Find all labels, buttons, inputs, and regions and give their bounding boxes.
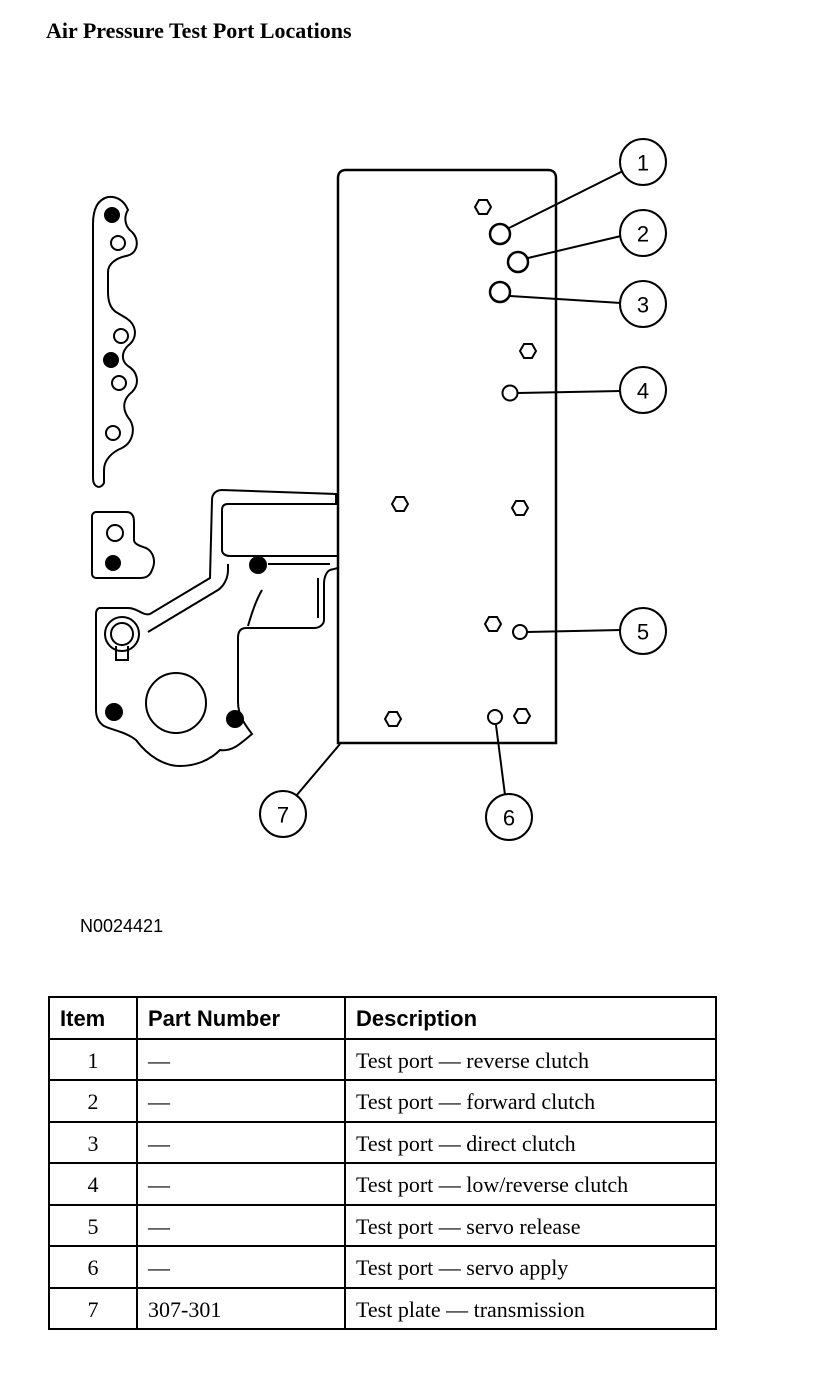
gasket-hole (105, 425, 121, 441)
cell-item: 4 (48, 1162, 138, 1206)
page-title: Air Pressure Test Port Locations (46, 18, 352, 43)
column-header-description: Description (344, 996, 717, 1040)
cell-part-number: — (136, 1245, 346, 1289)
gasket-hole-filled (105, 703, 123, 721)
bolt-hex-icon (383, 711, 403, 727)
gasket-hole-filled (105, 555, 121, 571)
callout-label-3: 3 (637, 293, 649, 318)
leader-line-3 (509, 295, 622, 304)
cell-item: 2 (48, 1079, 138, 1123)
cell-description: Test port — low/reverse clutch (344, 1162, 717, 1206)
gasket-hole (106, 524, 124, 542)
callout-circle-3 (619, 280, 667, 328)
test-port-6 (487, 709, 503, 725)
cell-item: 7 (48, 1286, 138, 1330)
gasket-hole (113, 328, 129, 344)
test-port-3 (488, 280, 512, 304)
bolt-hex-icon (512, 708, 532, 724)
callout-label-2: 2 (637, 222, 649, 247)
gasket-large-bore (145, 672, 207, 734)
callout-circle-7 (259, 790, 307, 838)
table-row: 2 — Test port — forward clutch (48, 1079, 717, 1123)
leader-line-1 (508, 170, 624, 229)
bolt-hex-icon (510, 500, 530, 516)
callout-label-6: 6 (503, 806, 515, 831)
cell-description: Test port — reverse clutch (344, 1037, 717, 1081)
callout-label-1: 1 (637, 151, 649, 176)
cell-part-number: — (136, 1162, 346, 1206)
callout-circle-5 (619, 607, 667, 655)
gasket-strip-upper (92, 195, 138, 488)
cell-description: Test port — direct clutch (344, 1120, 717, 1164)
bolt-hex-icon (483, 616, 503, 632)
test-port-4 (501, 384, 519, 402)
callout-circle-2 (619, 209, 667, 257)
table-row: 6 — Test port — servo apply (48, 1245, 717, 1289)
gasket-hole (110, 235, 126, 251)
gasket-hole-filled (104, 207, 120, 223)
bolt-hex-icon (473, 199, 493, 215)
test-port-2 (506, 250, 530, 274)
cell-item: 6 (48, 1245, 138, 1289)
cell-part-number: — (136, 1079, 346, 1123)
gasket-hole-filled (249, 556, 267, 574)
figure-id: N0024421 (80, 916, 164, 936)
callout-circle-6 (485, 793, 533, 841)
callout-label-4: 4 (637, 379, 649, 404)
bolt-hex-icon (390, 496, 410, 512)
callout-label-7: 7 (277, 803, 289, 828)
test-port-1 (488, 222, 512, 246)
table-row: 5 — Test port — servo release (48, 1203, 717, 1247)
cell-description: Test port — forward clutch (344, 1079, 717, 1123)
callout-circle-1 (619, 138, 667, 186)
column-header-item: Item (48, 996, 138, 1040)
leader-line-5 (526, 629, 622, 633)
cell-description: Test port — servo release (344, 1203, 717, 1247)
gasket-body-lower (95, 488, 339, 768)
table-row: 1 — Test port — reverse clutch (48, 1037, 717, 1081)
test-port-diagram: 1 2 3 4 5 6 7 (91, 138, 667, 841)
table-header-row: Item Part Number Description (48, 996, 717, 1040)
cell-description: Test plate — transmission (344, 1286, 717, 1330)
gasket-hole-filled (103, 352, 119, 368)
gasket-bore-inner (110, 622, 134, 646)
gasket-channel (147, 563, 330, 633)
callout-circle-4 (619, 366, 667, 414)
bolt-hex-icon (518, 343, 538, 359)
leader-line-2 (527, 235, 622, 259)
leader-line-7 (295, 743, 341, 797)
gasket-hole-filled (226, 710, 244, 728)
table-row: 4 — Test port — low/reverse clutch (48, 1162, 717, 1206)
test-port-5 (512, 624, 528, 640)
leader-line-4 (517, 390, 622, 394)
cell-item: 5 (48, 1203, 138, 1247)
parts-table: Item Part Number Description 1 — Test po… (48, 996, 717, 1330)
test-plate (336, 168, 558, 745)
cell-part-number: — (136, 1203, 346, 1247)
gasket-bore-tab (115, 646, 129, 661)
cell-part-number: — (136, 1037, 346, 1081)
cell-part-number: — (136, 1120, 346, 1164)
cell-description: Test port — servo apply (344, 1245, 717, 1289)
cell-part-number: 307-301 (136, 1286, 346, 1330)
gasket-bore (104, 616, 140, 652)
cell-item: 3 (48, 1120, 138, 1164)
gasket-hole (111, 375, 127, 391)
cell-item: 1 (48, 1037, 138, 1081)
leader-line-6 (495, 724, 506, 796)
column-header-part-number: Part Number (136, 996, 346, 1040)
gasket-block (91, 511, 155, 579)
table-row: 7 307-301 Test plate — transmission (48, 1286, 717, 1330)
table-row: 3 — Test port — direct clutch (48, 1120, 717, 1164)
callout-label-5: 5 (637, 620, 649, 645)
